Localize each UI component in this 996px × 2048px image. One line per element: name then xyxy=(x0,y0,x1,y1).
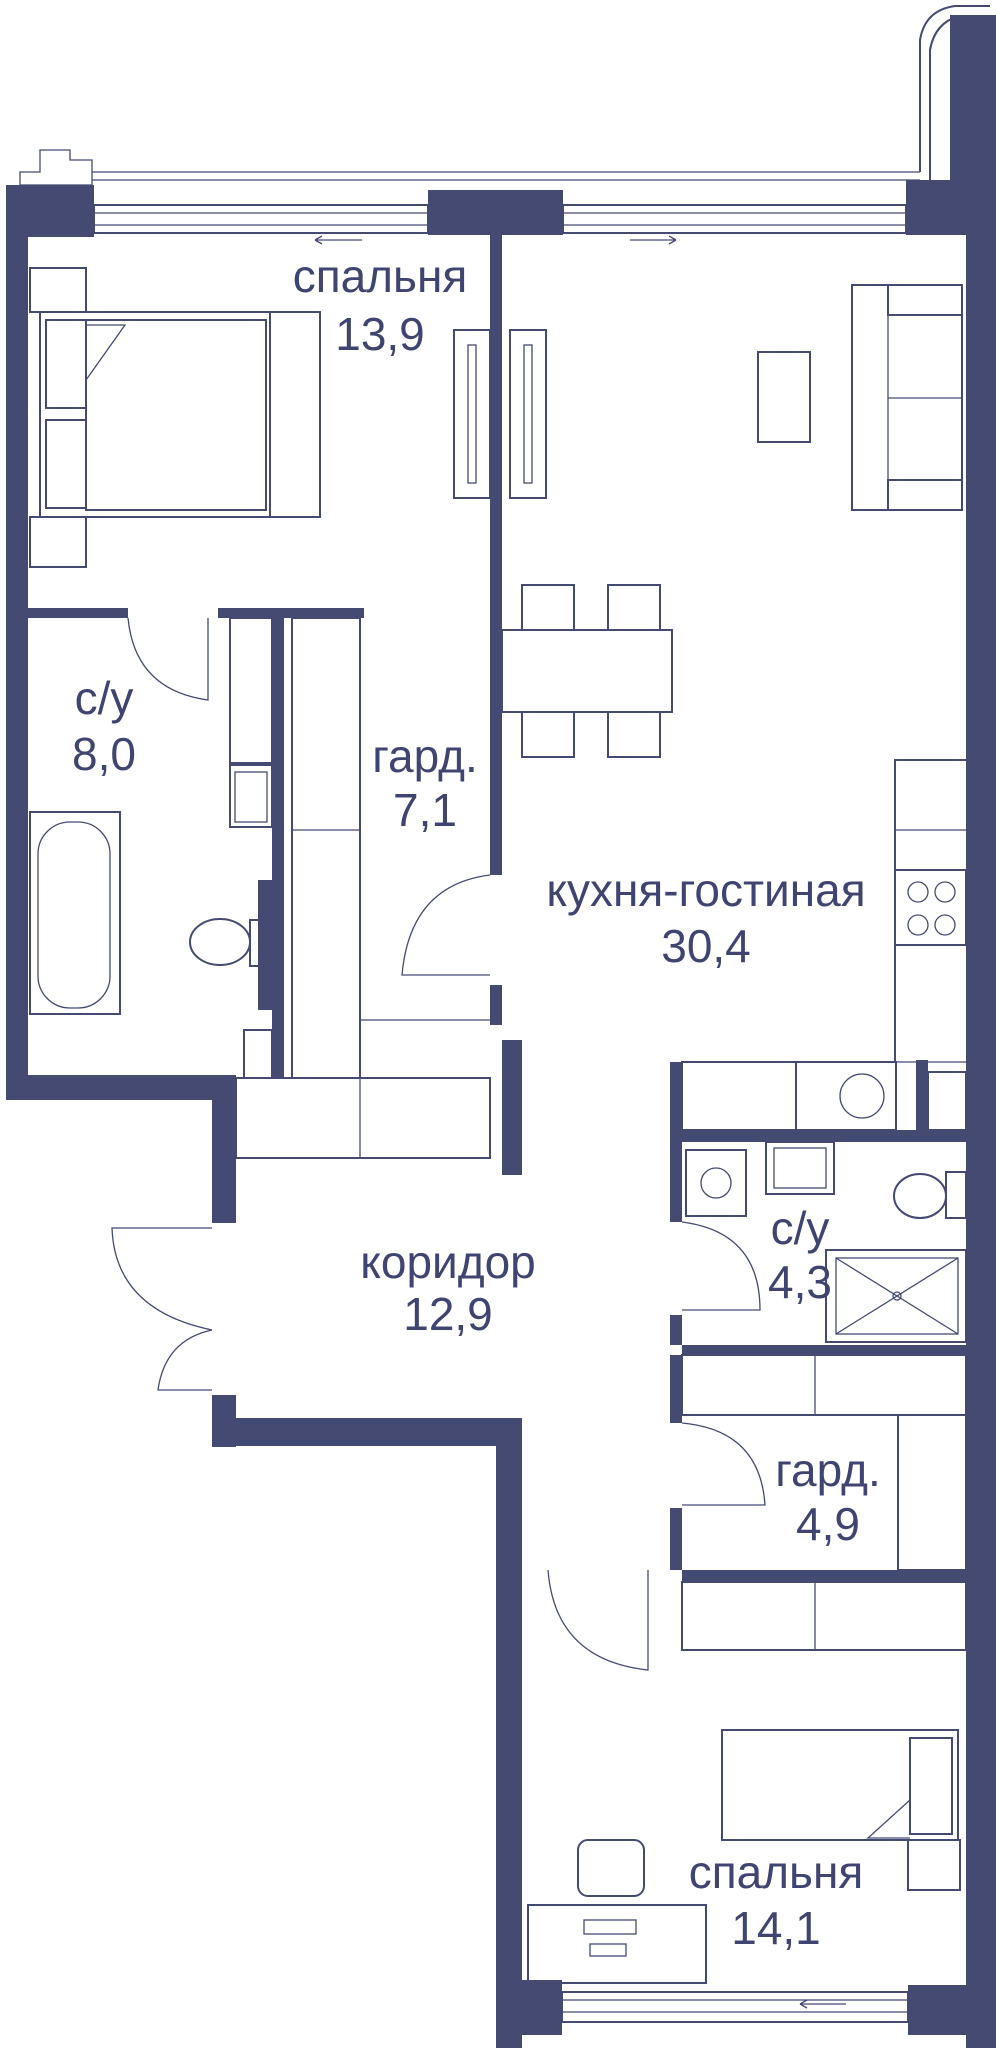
coffee-table-icon xyxy=(757,351,811,443)
shower-icon xyxy=(825,1249,967,1343)
doors xyxy=(111,617,766,1671)
room-name-bathroom-2: с/у xyxy=(771,1202,830,1254)
desk-icon xyxy=(527,1904,707,1984)
room-name-bedroom-2: спальня xyxy=(689,1846,864,1898)
balcony-outline xyxy=(19,5,990,186)
cabinet-icon xyxy=(229,617,273,764)
appliance-icon xyxy=(927,1071,967,1131)
room-name-wardrobe-1: гард. xyxy=(372,730,478,782)
washing-machine-icon xyxy=(795,1061,897,1131)
room-name-bathroom-1: с/у xyxy=(75,672,134,724)
furniture xyxy=(29,267,967,1984)
dining-table-icon xyxy=(501,584,673,758)
room-area-bathroom-1: 8,0 xyxy=(72,728,136,780)
room-area-bedroom-1: 13,9 xyxy=(335,308,425,360)
room-labels: спальня 13,9 с/у 8,0 гард. 7,1 кухня-гос… xyxy=(72,250,881,1954)
sink-icon xyxy=(765,1141,835,1195)
room-area-bedroom-2: 14,1 xyxy=(731,1902,821,1954)
toilet-icon xyxy=(189,918,273,967)
room-name-bedroom-1: спальня xyxy=(293,250,468,302)
hall-cabinet-icon xyxy=(235,1077,491,1159)
nightstand-icon xyxy=(907,1839,961,1891)
room-area-bathroom-2: 4,3 xyxy=(768,1256,832,1308)
room-area-wardrobe-1: 7,1 xyxy=(393,784,457,836)
shelves-icon xyxy=(681,1354,967,1571)
sink-icon xyxy=(229,764,273,828)
windows xyxy=(93,204,909,2023)
hatch-icon xyxy=(243,1029,273,1079)
bathtub-icon xyxy=(29,811,121,1015)
walls xyxy=(6,15,996,2048)
wardrobe-panel-icon xyxy=(453,329,547,499)
toilet-icon xyxy=(893,1171,967,1219)
room-area-corridor: 12,9 xyxy=(403,1288,493,1340)
sofa-icon xyxy=(851,284,963,511)
fan-icon xyxy=(685,1149,747,1217)
room-name-wardrobe-2: гард. xyxy=(775,1444,881,1496)
nightstand-icon xyxy=(29,267,87,313)
nightstand-icon xyxy=(29,516,87,568)
chair-icon xyxy=(577,1839,645,1897)
room-name-corridor: коридор xyxy=(360,1236,536,1288)
bed-icon xyxy=(721,1729,959,1841)
room-area-kitchen-living: 30,4 xyxy=(661,920,751,972)
stove-icon xyxy=(894,869,967,946)
bed-icon xyxy=(39,311,321,518)
room-area-wardrobe-2: 4,9 xyxy=(796,1498,860,1550)
wardrobe-panel-icon xyxy=(681,1581,967,1651)
shelves-icon xyxy=(291,617,490,1079)
room-name-kitchen-living: кухня-гостиная xyxy=(546,864,865,916)
